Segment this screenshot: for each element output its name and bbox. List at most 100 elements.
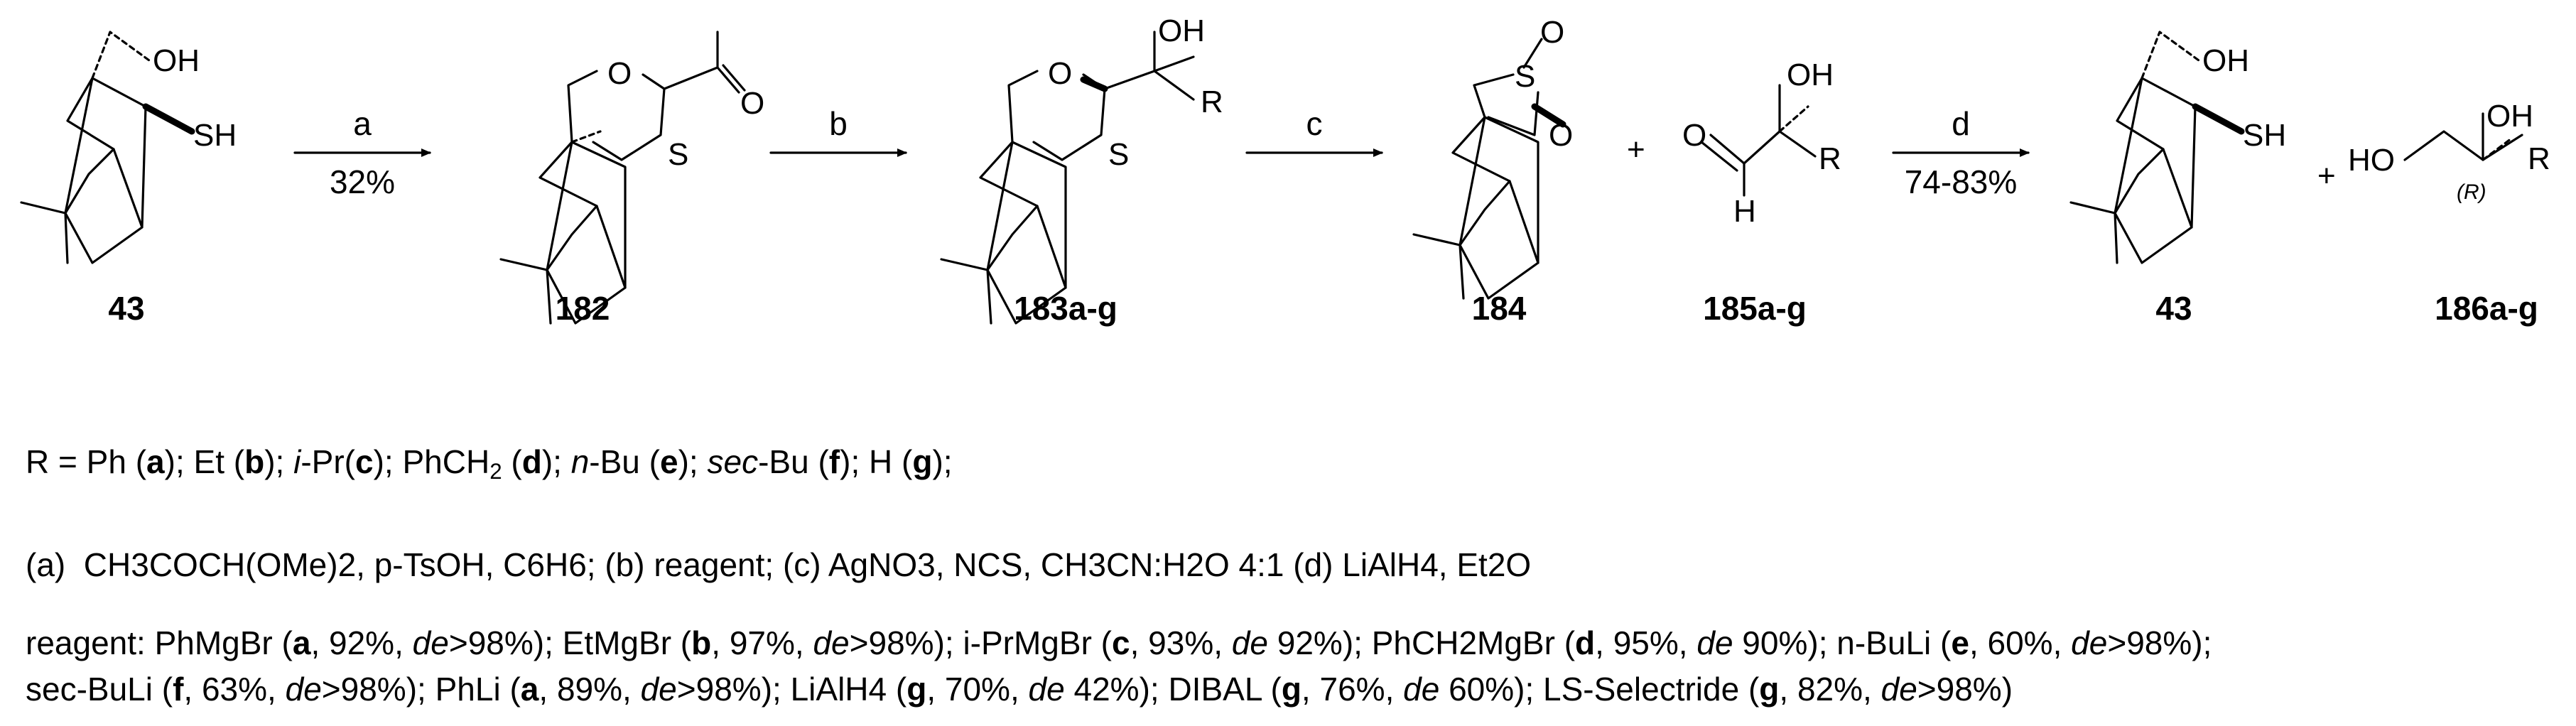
r-group-letter: a bbox=[146, 443, 165, 480]
condition-a-label: (a) bbox=[26, 546, 66, 583]
compound-number: 43 bbox=[108, 290, 144, 327]
reagent-de: 92% bbox=[1267, 624, 1343, 661]
reagent-name: LiAlH4 bbox=[790, 671, 887, 708]
reagent-de: 60% bbox=[1439, 671, 1515, 708]
reagent-yield: 97% bbox=[729, 624, 795, 661]
atom-label-s: S bbox=[1515, 59, 1535, 94]
reagent-yield: 95% bbox=[1613, 624, 1679, 661]
reagent-name: EtMgBr bbox=[562, 624, 672, 661]
atom-label-s: S bbox=[668, 137, 688, 172]
r-group-prefix: i bbox=[293, 443, 301, 480]
atom-label-oh: OH bbox=[1787, 58, 1834, 92]
r-group-name: Ph bbox=[86, 443, 126, 480]
reagent-yield: 82% bbox=[1797, 671, 1863, 708]
reagent-letter: e bbox=[1951, 624, 1969, 661]
atom-label-oh: OH bbox=[153, 43, 200, 78]
reagent-letter: a bbox=[292, 624, 311, 661]
reagent-letter: g bbox=[1281, 671, 1301, 708]
atom-label-r: R bbox=[1819, 141, 1841, 176]
condition-a-text: CH3COCH(OMe)2, p-TsOH, C6H6 bbox=[83, 546, 587, 583]
structure-185 bbox=[1700, 84, 1817, 197]
atom-label-o: O bbox=[1682, 118, 1706, 153]
r-group-letter: c bbox=[355, 443, 374, 480]
r-group-name: -Bu bbox=[758, 443, 809, 480]
reagent-letter: g bbox=[907, 671, 927, 708]
atom-label-ho: HO bbox=[2348, 143, 2395, 178]
condition-d-label: (d) bbox=[1293, 546, 1333, 583]
reagent-yield: 60% bbox=[1987, 624, 2053, 661]
reagent-yield: 70% bbox=[944, 671, 1010, 708]
arrow-d-yield: 74-83% bbox=[1905, 163, 2018, 200]
structure-43-left bbox=[20, 31, 195, 264]
reagent-de: 42% bbox=[1064, 671, 1140, 708]
reagents-label: reagent: bbox=[26, 624, 146, 661]
atom-label-o: O bbox=[1549, 118, 1573, 153]
reagent-de: >98% bbox=[849, 624, 934, 661]
compound-number: 186a-g bbox=[2435, 290, 2538, 327]
reagent-yield: 92% bbox=[329, 624, 395, 661]
reagent-de: >98% bbox=[321, 671, 406, 708]
reagent-letter: c bbox=[1112, 624, 1130, 661]
structure-186 bbox=[2403, 112, 2523, 161]
compound-number: 182 bbox=[556, 290, 610, 327]
atom-label-o: O bbox=[1540, 15, 1564, 50]
atom-label-o: O bbox=[607, 56, 632, 91]
compound-number: 184 bbox=[1472, 290, 1527, 327]
r-group-letter: g bbox=[912, 443, 933, 480]
reagent-yield: 89% bbox=[556, 671, 623, 708]
atom-label-sh: SH bbox=[193, 118, 237, 153]
r-group-name: Et bbox=[193, 443, 224, 480]
r-group-letter: e bbox=[660, 443, 678, 480]
r-symbol: R bbox=[26, 443, 50, 480]
arrow-c-label: c bbox=[1306, 105, 1323, 142]
reagent-name: n-BuLi bbox=[1836, 624, 1932, 661]
compound-number: 183a-g bbox=[1014, 290, 1117, 327]
plus-sign: + bbox=[2317, 158, 2336, 193]
atom-label-h: H bbox=[1733, 194, 1756, 229]
reagent-name: i-PrMgBr bbox=[963, 624, 1092, 661]
arrow-a-yield: 32% bbox=[330, 163, 395, 200]
reagent-line-1: reagent: PhMgBr (a, 92%, de>98%); EtMgBr… bbox=[26, 624, 2212, 661]
reagent-de: 90% bbox=[1733, 624, 1808, 661]
reagent-letter: f bbox=[173, 671, 184, 708]
reagent-name: LS-Selectride bbox=[1543, 671, 1740, 708]
reagent-name: DIBAL bbox=[1168, 671, 1262, 708]
structure-183 bbox=[940, 31, 1195, 325]
r-group-name: H bbox=[869, 443, 893, 480]
r-group-letter: d bbox=[521, 443, 542, 480]
structure-184 bbox=[1412, 38, 1566, 300]
reagent-letter: g bbox=[1759, 671, 1780, 708]
condition-d-text: LiAlH4, Et2O bbox=[1342, 546, 1532, 583]
compound-number: 185a-g bbox=[1703, 290, 1807, 327]
r-group-legend: R = Ph (a); Et (b); i-Pr(c); PhCH2 (d); … bbox=[26, 443, 953, 484]
condition-b-label: (b) bbox=[605, 546, 645, 583]
stereo-descriptor: (R) bbox=[2457, 180, 2486, 204]
r-group-letter: f bbox=[828, 443, 840, 480]
arrow-d-label: d bbox=[1952, 105, 1970, 142]
reagent-yield: 76% bbox=[1319, 671, 1385, 708]
reagent-name: PhLi bbox=[435, 671, 501, 708]
atom-label-r: R bbox=[2528, 141, 2550, 176]
atom-label-oh: OH bbox=[2486, 99, 2533, 134]
reagent-yield: 63% bbox=[201, 671, 268, 708]
atom-label-s: S bbox=[1108, 137, 1129, 172]
reagent-letter: b bbox=[691, 624, 712, 661]
atom-label-oh: OH bbox=[1158, 13, 1205, 48]
condition-c-text: AgNO3, NCS, CH3CN:H2O 4:1 bbox=[828, 546, 1284, 583]
atom-label-r: R bbox=[1201, 85, 1223, 119]
reagent-de: >98% bbox=[448, 624, 534, 661]
reagent-letter: d bbox=[1575, 624, 1596, 661]
reagent-de: >98% bbox=[1917, 671, 2002, 708]
reagent-letter: a bbox=[520, 671, 539, 708]
reagent-line-2: sec-BuLi (f, 63%, de>98%); PhLi (a, 89%,… bbox=[26, 671, 2013, 708]
r-group-prefix: n bbox=[570, 443, 590, 480]
conditions-line: (a) CH3COCH(OMe)2, p-TsOH, C6H6; (b) rea… bbox=[26, 546, 1532, 583]
atom-label-sh: SH bbox=[2243, 118, 2286, 153]
r-group-letter: b bbox=[244, 443, 265, 480]
r-group-name: -Bu bbox=[589, 443, 640, 480]
atom-label-oh: OH bbox=[2202, 43, 2249, 78]
atom-label-o: O bbox=[1048, 56, 1072, 91]
equals: = bbox=[49, 443, 87, 480]
reagent-de: >98% bbox=[2107, 624, 2192, 661]
